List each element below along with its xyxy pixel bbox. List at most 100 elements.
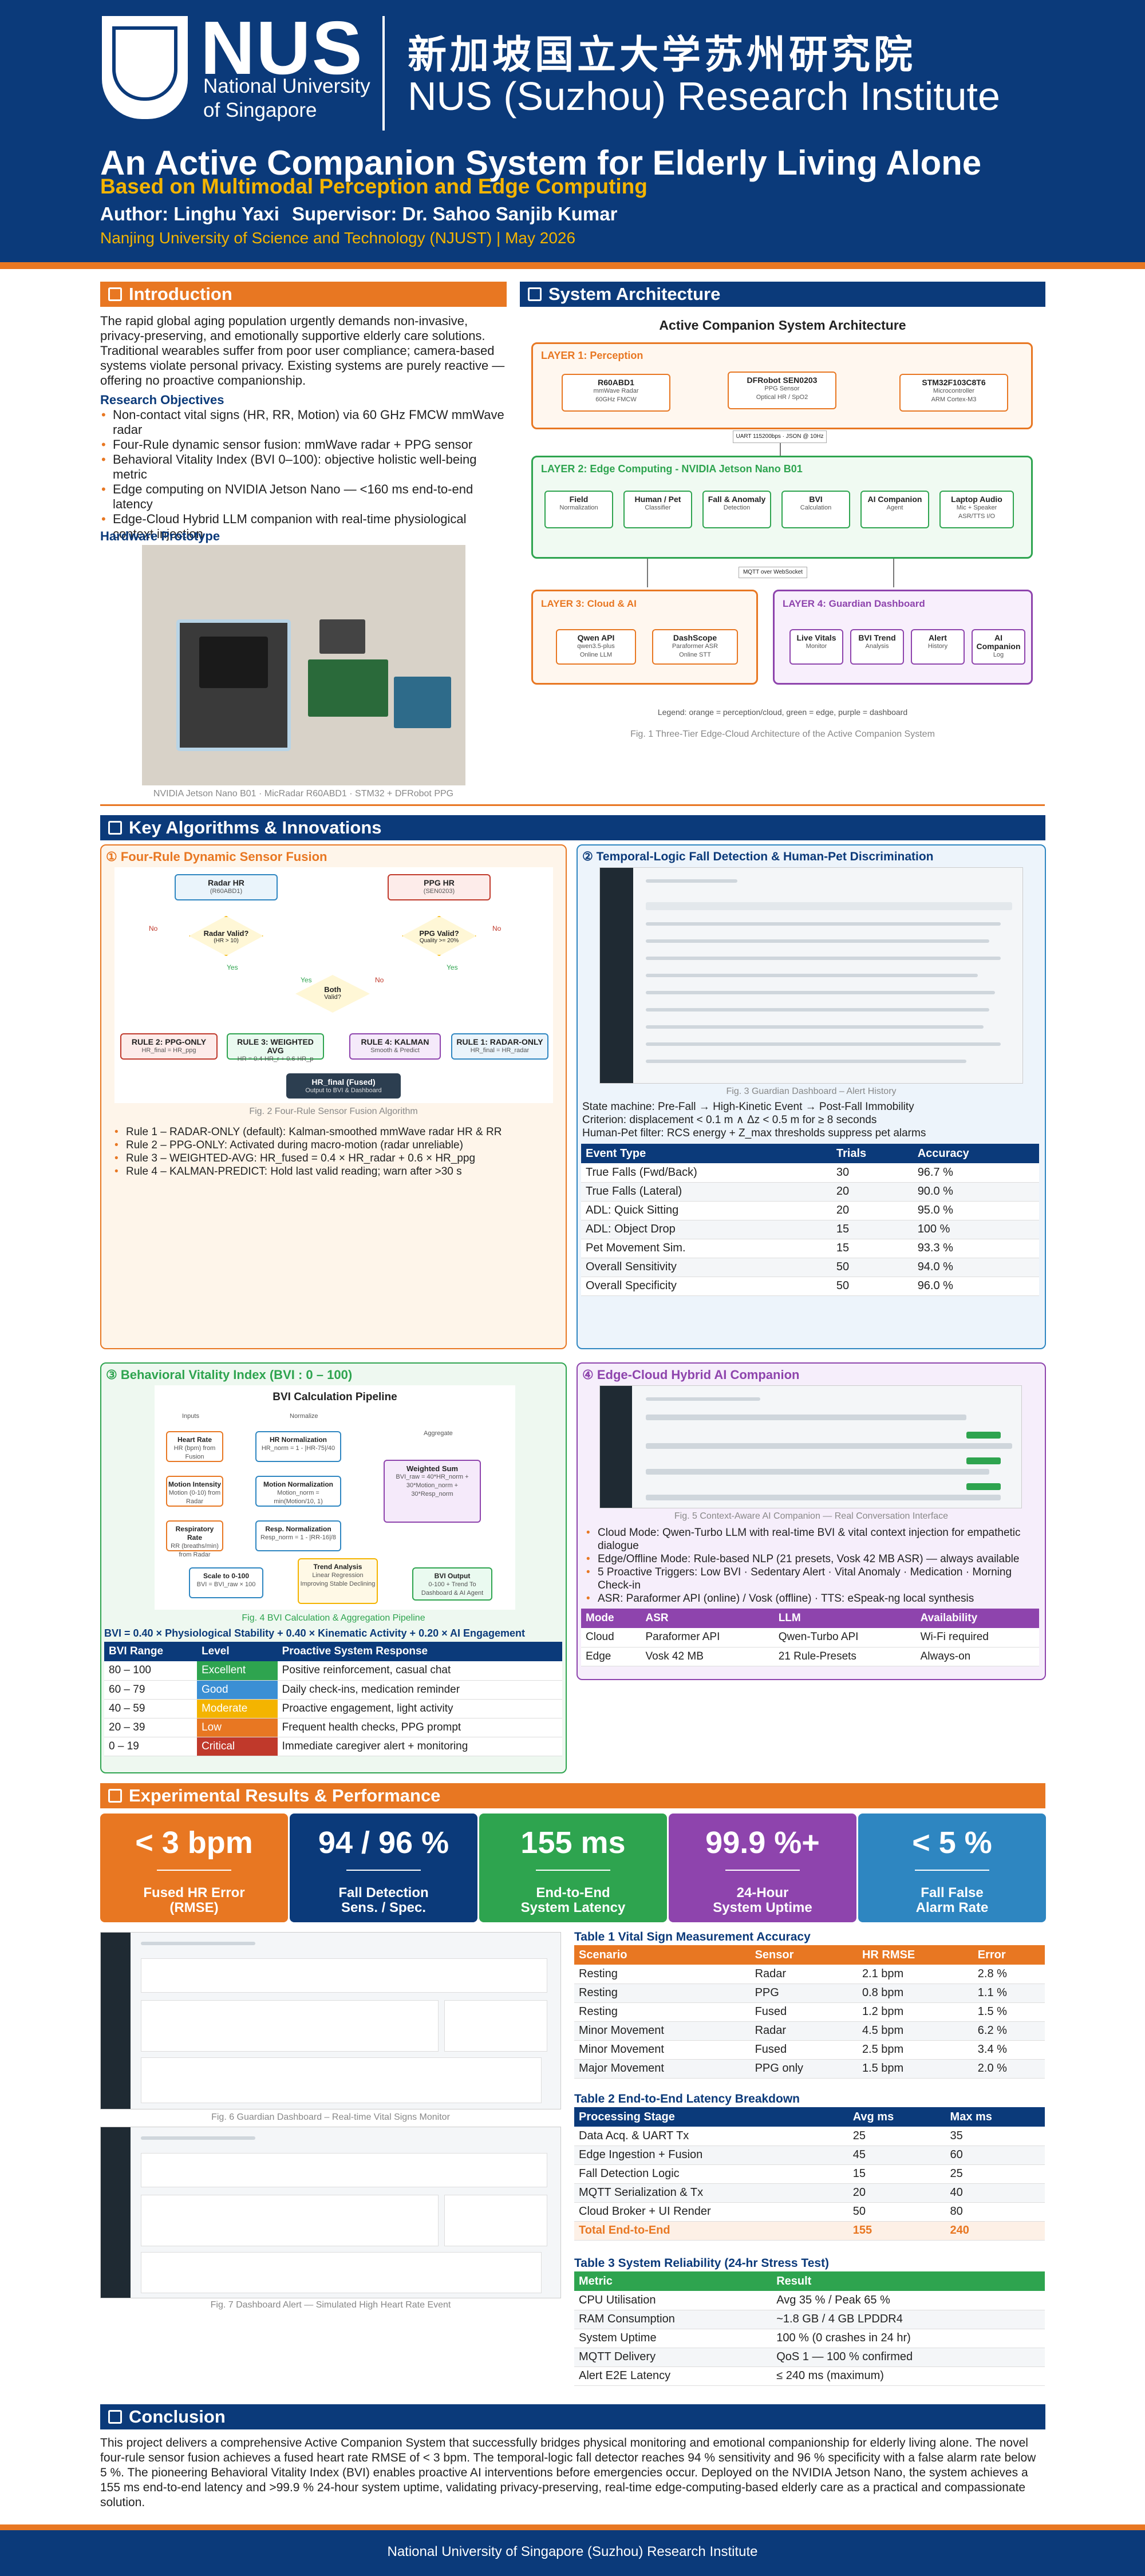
list-item: Rule 2 – PPG-ONLY: Activated during macr…	[113, 1139, 560, 1152]
fusion-flowchart: Radar HR(R60ABD1) PPG HR(SEN0203) Radar …	[114, 867, 553, 1103]
ai-companion-list: Cloud Mode: Qwen-Turbo LLM with real-tim…	[585, 1526, 1037, 1605]
fused-output-node: HR_final (Fused)Output to BVI & Dashboar…	[286, 1073, 401, 1099]
section-icon	[108, 287, 122, 301]
uart-label: UART 115200bps · JSON @ 10Hz	[733, 430, 827, 443]
vital-signs-screenshot	[100, 1932, 561, 2109]
list-item: 5 Proactive Triggers: Low BVI · Sedentar…	[585, 1566, 1037, 1592]
institute-english-name: NUS (Suzhou) Research Institute	[408, 74, 1000, 118]
section-icon	[528, 287, 542, 301]
ai-conversation-screenshot	[599, 1385, 1022, 1508]
footer-text: National University of Singapore (Suzhou…	[387, 2544, 758, 2559]
list-item: Behavioral Vitality Index (BVI 0–100): o…	[100, 452, 507, 482]
hardware-caption: NVIDIA Jetson Nano B01 · MicRadar R60ABD…	[153, 789, 454, 799]
nus-logo-text: NUS	[200, 6, 364, 90]
section-icon	[108, 821, 122, 835]
ppg-hr-node: PPG HR(SEN0203)	[388, 874, 491, 900]
section-system-architecture: System Architecture	[520, 282, 1045, 307]
footer-stripe	[0, 2524, 1145, 2530]
supervisor: Supervisor: Dr. Sahoo Sanjib Kumar	[292, 203, 618, 224]
objectives-list: Non-contact vital signs (HR, RR, Motion)…	[100, 408, 507, 542]
section-icon	[108, 1789, 122, 1803]
panel-title: ③ Behavioral Vitality Index (BVI : 0 – 1…	[106, 1368, 353, 1382]
table-3-title: Table 3 System Reliability (24-hr Stress…	[574, 2257, 830, 2270]
section-icon	[108, 2410, 122, 2424]
alert-history-screenshot	[599, 867, 1023, 1084]
arrow	[780, 443, 781, 456]
conclusion-body: This project delivers a comprehensive Ac…	[100, 2436, 1036, 2509]
section-results: Experimental Results & Performance	[100, 1783, 1045, 1808]
figure-caption: Fig. 5 Context-Aware AI Companion — Real…	[674, 1511, 949, 1521]
mqtt-label: MQTT over WebSocket	[739, 567, 807, 578]
nus-crest-logo	[102, 16, 188, 119]
intro-body: The rapid global aging population urgent…	[100, 314, 505, 388]
list-item: Edge computing on NVIDIA Jetson Nano — <…	[100, 482, 507, 512]
divider	[100, 804, 1045, 806]
section-introduction: Introduction	[100, 282, 507, 307]
layer-2-edge: LAYER 2: Edge Computing - NVIDIA Jetson …	[531, 456, 1033, 559]
list-item: ASR: Paraformer API (online) / Vosk (off…	[585, 1592, 1037, 1605]
architecture-legend: Legend: orange = perception/cloud, green…	[657, 708, 908, 717]
ppg-valid-label: PPG Valid?Quality >= 20%	[419, 929, 459, 944]
section-key-algorithms: Key Algorithms & Innovations	[100, 815, 1045, 840]
header	[0, 0, 1145, 269]
author: Author: Linghu Yaxi	[100, 203, 279, 224]
list-item: Rule 4 – KALMAN-PREDICT: Hold last valid…	[113, 1165, 560, 1178]
radar-valid-label: Radar Valid?(HR > 10)	[203, 929, 249, 944]
arrow	[647, 559, 648, 587]
institute-chinese-name: 新加坡国立大学苏州研究院	[408, 33, 917, 77]
figure-caption: Fig. 4 BVI Calculation & Aggregation Pip…	[242, 1613, 425, 1623]
fusion-rules-list: Rule 1 – RADAR-ONLY (default): Kalman-sm…	[113, 1125, 560, 1178]
panel-title: ① Four-Rule Dynamic Sensor Fusion	[106, 850, 327, 864]
list-item: Rule 1 – RADAR-ONLY (default): Kalman-sm…	[113, 1125, 560, 1139]
header-divider	[382, 16, 385, 131]
section-conclusion: Conclusion	[100, 2404, 1045, 2429]
fall-detection-text: State machine: Pre-Fall → High-Kinetic E…	[582, 1101, 926, 1139]
radar-hr-node: Radar HR(R60ABD1)	[175, 874, 278, 900]
